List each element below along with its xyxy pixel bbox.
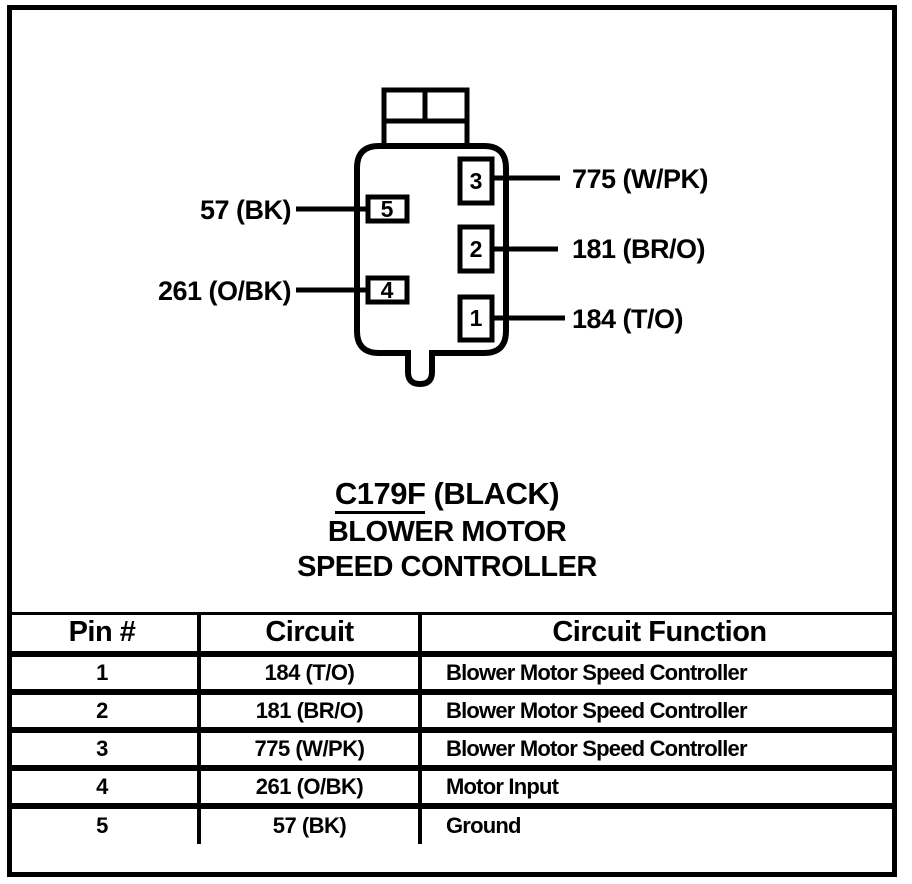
pin-5-number: 5 [381,196,394,222]
wire-label-pin3: 775 (W/PK) [572,164,708,194]
cell-pin: 4 [7,767,199,809]
cell-function: Ground [418,805,897,844]
pin-2-box: 2 [457,224,495,274]
header-circuit: Circuit [197,612,420,657]
cell-function: Blower Motor Speed Controller [418,653,897,695]
cell-function: Blower Motor Speed Controller [418,691,897,733]
header-circuit-function: Circuit Function [418,612,897,657]
pin-4-number: 4 [381,277,394,303]
table-row: 3 775 (W/PK) Blower Motor Speed Controll… [7,729,897,771]
table-row: 2 181 (BR/O) Blower Motor Speed Controll… [7,691,897,733]
table-row: 5 57 (BK) Ground [7,805,897,844]
cell-function: Motor Input [418,767,897,809]
pin-5-box: 5 [365,194,410,224]
cell-circuit: 775 (W/PK) [197,729,420,771]
cell-pin: 2 [7,691,199,733]
connector-code: C179F [334,476,426,514]
cell-function: Blower Motor Speed Controller [418,729,897,771]
table-header-row: Pin # Circuit Circuit Function [7,612,897,657]
wire-label-pin1: 184 (T/O) [572,304,683,334]
pin-1-box: 1 [457,294,495,343]
diagram-title: C179F (BLACK) BLOWER MOTOR SPEED CONTROL… [147,476,747,585]
cell-pin: 1 [7,653,199,695]
pin-4-box: 4 [365,275,410,305]
cell-circuit: 184 (T/O) [197,653,420,695]
pin-2-number: 2 [470,236,483,262]
connector-diagram: 3 2 1 5 4 775 (W/PK) 181 (BR/O) 184 (T/O… [158,87,709,388]
table-row: 4 261 (O/BK) Motor Input [7,767,897,809]
wire-label-pin4: 261 (O/BK) [158,276,291,306]
wire-label-pin2: 181 (BR/O) [572,234,705,264]
pin-1-number: 1 [470,305,483,331]
title-line-2: BLOWER MOTOR [327,516,567,548]
connector-color: (BLACK) [425,476,560,511]
cell-pin: 5 [7,805,199,844]
cell-circuit: 261 (O/BK) [197,767,420,809]
cell-circuit: 181 (BR/O) [197,691,420,733]
table-row: 1 184 (T/O) Blower Motor Speed Controlle… [7,653,897,695]
header-pin: Pin # [7,612,199,657]
cell-circuit: 57 (BK) [197,805,420,844]
connector-top-tab [381,87,470,153]
title-line-3: SPEED CONTROLLER [297,551,597,583]
wire-label-pin5: 57 (BK) [200,195,291,225]
pin-3-box: 3 [457,156,495,206]
pin-3-number: 3 [470,168,483,194]
cell-pin: 3 [7,729,199,771]
pinout-table: Pin # Circuit Circuit Function 1 184 (T/… [7,612,897,844]
connector-code-line: C179F (BLACK) [147,476,747,514]
